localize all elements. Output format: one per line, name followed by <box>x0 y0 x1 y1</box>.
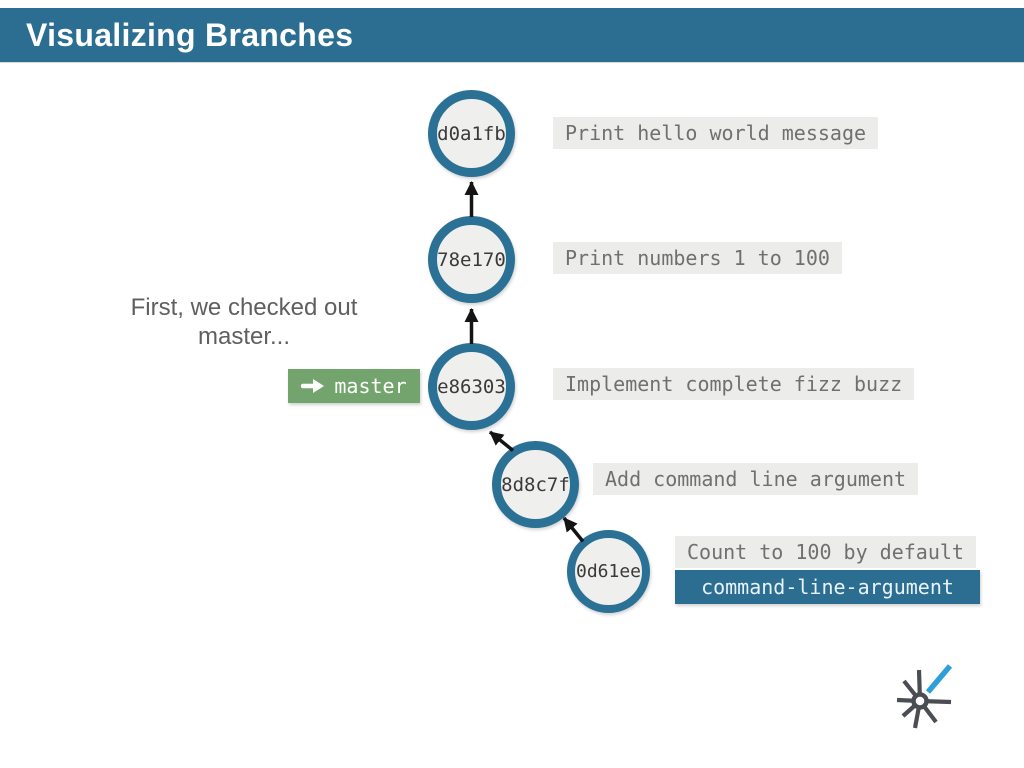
star-compass-logo-icon <box>896 664 953 729</box>
annotation-line1: First, we checked out <box>130 294 358 321</box>
branch-label-text: master <box>334 374 407 398</box>
commit-node-0d61ee: 0d61ee <box>567 530 650 613</box>
commit-message: Add command line argument <box>593 463 919 495</box>
commit-node-e86303: e86303 <box>428 343 515 430</box>
annotation-text: First, we checked out master... <box>123 293 365 351</box>
commit-node-d0a1fb: d0a1fb <box>428 90 515 177</box>
commit-message: Count to 100 by default <box>675 536 976 568</box>
arrow-0d61ee-to-8d8c7f <box>562 516 585 543</box>
slide-header: Visualizing Branches <box>0 8 1024 62</box>
slide-title: Visualizing Branches <box>26 16 354 53</box>
branch-label-text: command-line-argument <box>701 575 954 599</box>
commit-id: e86303 <box>437 375 506 398</box>
branch-label-command-line-argument: command-line-argument <box>675 570 980 604</box>
commit-message: Implement complete fizz buzz <box>553 368 915 400</box>
annotation-line2: master... <box>197 323 291 350</box>
branch-label-master: master <box>288 369 420 403</box>
commit-id: 78e170 <box>437 248 506 271</box>
commit-message: Print hello world message <box>553 117 879 149</box>
commit-message: Print numbers 1 to 100 <box>553 242 842 274</box>
commit-id: 0d61ee <box>575 561 642 582</box>
commit-id: d0a1fb <box>437 122 506 145</box>
arrow-8d8c7f-to-e86303 <box>488 430 515 452</box>
commit-id: 8d8c7f <box>501 473 570 496</box>
commit-node-8d8c7f: 8d8c7f <box>492 441 579 528</box>
commit-node-78e170: 78e170 <box>428 216 515 303</box>
head-pointer-arrow-icon <box>301 379 325 393</box>
